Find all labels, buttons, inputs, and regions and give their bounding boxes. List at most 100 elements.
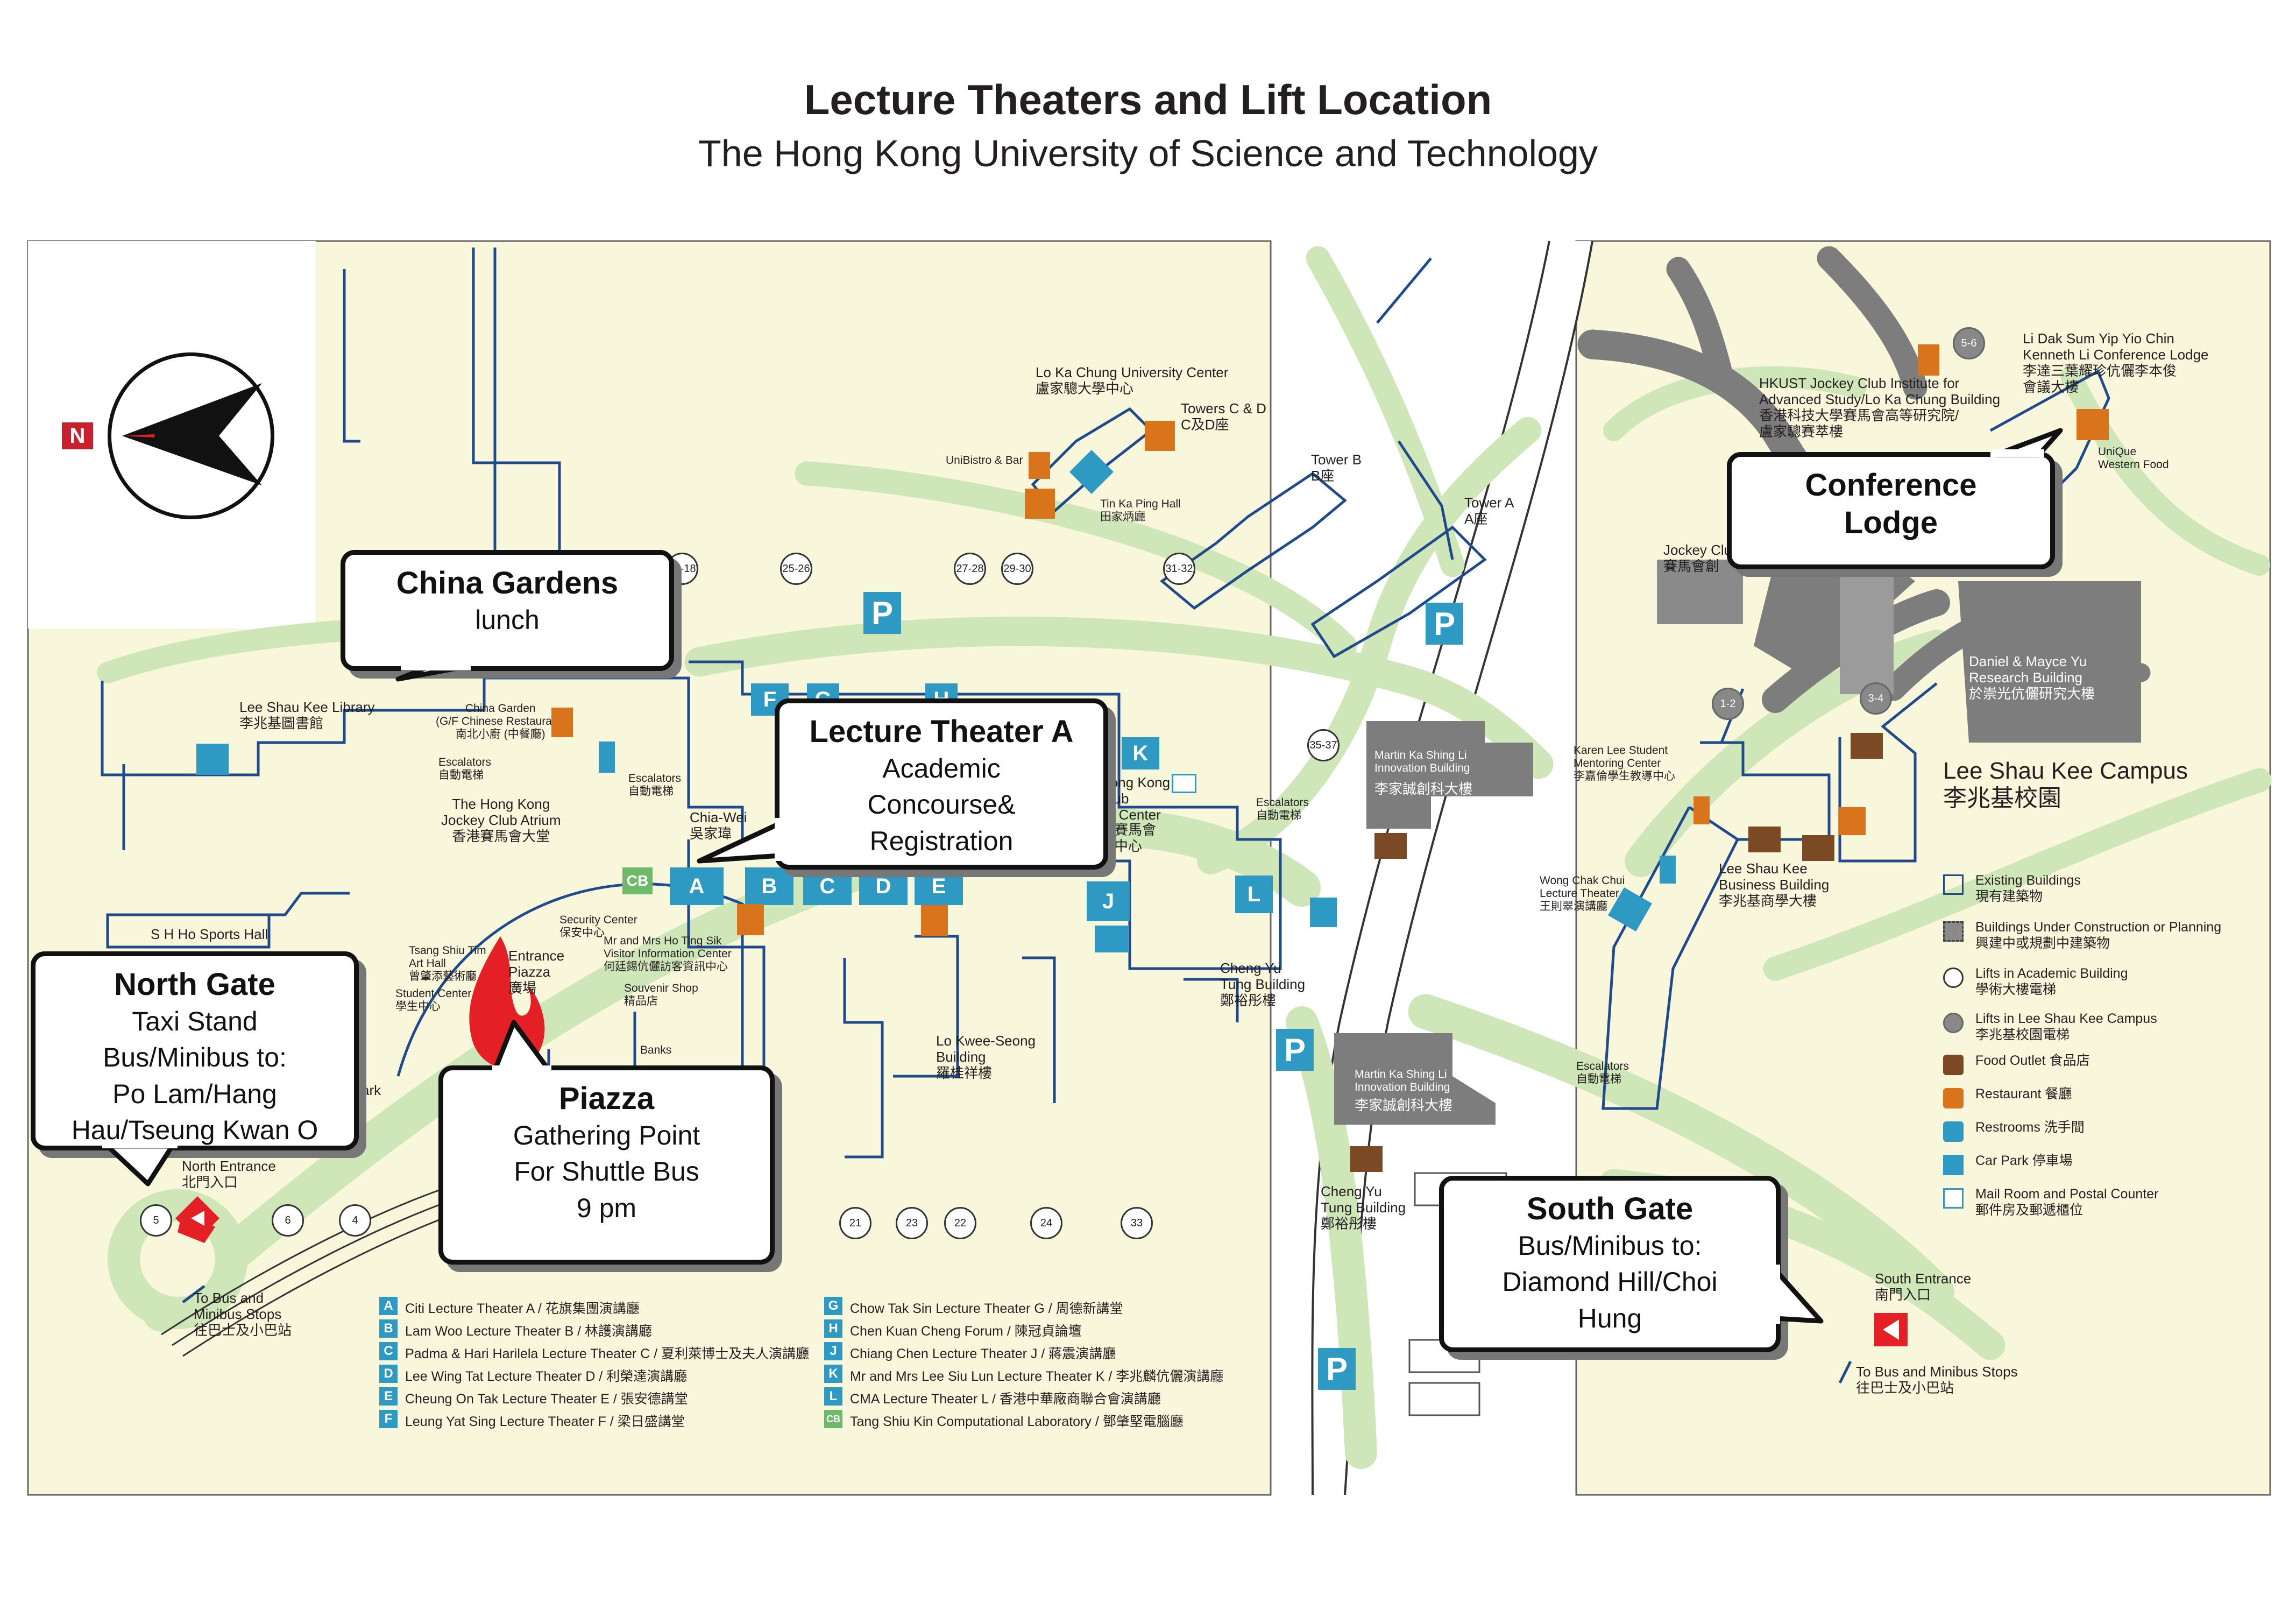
legend-symbol-text: Restrooms 洗手間: [1975, 1120, 2085, 1135]
lift-35-37: 35-37: [1307, 729, 1340, 761]
food-outlet-icon: [1802, 835, 1834, 861]
restroom-icon: [599, 742, 615, 773]
legend-theater-text-h: Chen Kuan Cheng Forum / 陳冠貞論壇: [850, 1324, 1082, 1339]
theater-l[interactable]: L: [1235, 875, 1273, 913]
page-subtitle: The Hong Kong University of Science and …: [698, 132, 1598, 174]
china-garden-label: China Garden(G/F Chinese Restaurant)南北小廚…: [436, 702, 565, 741]
legend-theater-text-k: Mr and Mrs Lee Siu Lun Lecture Theater K…: [850, 1369, 1224, 1384]
legend-theater-code-a: A: [379, 1297, 398, 1315]
restroom-icon: [1145, 421, 1175, 451]
car-park-icon: P: [1318, 1348, 1356, 1390]
road-north: [684, 616, 1554, 779]
callout-lecture-theater-a: Lecture Theater A Academic Concourse& Re…: [775, 698, 1108, 870]
legend-symbol-text: Food Outlet 食品店: [1975, 1053, 2090, 1068]
legend-theater-code-f: F: [379, 1410, 398, 1428]
sports-hall-label: S H Ho Sports Hall: [151, 926, 268, 942]
legend-theater-text-cb: Tang Shiu Kin Computational Laboratory /…: [850, 1414, 1184, 1429]
restroom-icon: [1943, 1121, 1964, 1142]
restroom-icon: [1310, 898, 1337, 927]
restaurant-icon: [1029, 452, 1050, 479]
mail-icon: [1172, 774, 1196, 793]
legend-theater-code-c: C: [379, 1342, 398, 1360]
callout-north-gate: North Gate Taxi Stand Bus/Minibus to: Po…: [31, 951, 359, 1150]
restroom-icon: [1025, 489, 1055, 519]
compass-n-label: N: [62, 422, 93, 449]
park-label: ark: [362, 1082, 381, 1098]
lift-5-6: 5-6: [1953, 327, 1985, 359]
lift-3-4: 3-4: [1860, 682, 1892, 715]
lift-22: 22: [944, 1207, 976, 1239]
lift-5: 5: [140, 1204, 172, 1237]
construction-building: [1366, 721, 1533, 829]
legend-theater-code-h: H: [824, 1319, 842, 1338]
legend-theater-code-j: J: [824, 1342, 842, 1360]
theater-c[interactable]: C: [803, 867, 852, 905]
restroom-icon: [1660, 856, 1676, 884]
theater-b[interactable]: B: [745, 867, 793, 905]
lift-33: 33: [1121, 1207, 1153, 1239]
lift-27-28: 27-28: [954, 553, 986, 585]
legend-theater-code-d: D: [379, 1365, 398, 1383]
legend-symbol-text: Restaurant 餐廳: [1975, 1086, 2072, 1102]
theater-a[interactable]: A: [670, 867, 724, 905]
theater-e[interactable]: E: [915, 867, 963, 905]
callout-conference-lodge: Conference Lodge: [1727, 452, 2055, 569]
towers-outline: [1159, 471, 1347, 610]
restaurant-icon: [2077, 409, 2109, 440]
legend-symbol-text: Buildings Under Construction or Planning…: [1975, 920, 2222, 951]
legend-theater-text-a: Citi Lecture Theater A / 花旗集團演講廳: [405, 1301, 640, 1316]
legend-theater-code-b: B: [379, 1319, 398, 1338]
lift-lsk-icon: [1943, 1013, 1964, 1033]
legend-theater-text-j: Chiang Chen Lecture Theater J / 蔣震演講廳: [850, 1346, 1116, 1361]
hkjc-center-zh-label: 港賽馬會者中心: [1100, 822, 1157, 854]
restroom-icon: [1693, 796, 1710, 824]
legend-theater-text-g: Chow Tak Sin Lecture Theater G / 周德新講堂: [850, 1301, 1123, 1316]
theater-cb[interactable]: CB: [622, 867, 653, 894]
banks-label: Banks: [640, 1044, 672, 1056]
lift-25-26: 25-26: [780, 553, 812, 585]
car-park-icon: P: [863, 592, 901, 634]
car-park-icon: [1943, 1155, 1964, 1175]
legend-theater-code-l: L: [824, 1387, 842, 1406]
legend-theater-text-e: Cheung On Tak Lecture Theater E / 張安德講堂: [405, 1392, 688, 1407]
food-outlet-icon: [1851, 733, 1883, 759]
callout-south-gate: South Gate Bus/Minibus to: Diamond Hill/…: [1439, 1176, 1781, 1352]
car-park-icon: P: [1276, 1029, 1314, 1071]
legend-theater-text-b: Lam Woo Lecture Theater B / 林護演講廳: [405, 1324, 652, 1339]
callout-piazza: Piazza Gathering Point For Shuttle Bus 9…: [438, 1065, 775, 1265]
callout-china-gardens: China Gardens lunch: [341, 550, 674, 671]
food-outlet-icon: [1748, 827, 1781, 852]
legend-theater-code-g: G: [824, 1297, 842, 1315]
theater-k[interactable]: K: [1122, 737, 1159, 769]
theater-d[interactable]: D: [859, 867, 908, 905]
mail-icon: [1943, 1188, 1964, 1209]
theater-j[interactable]: J: [1087, 881, 1130, 921]
